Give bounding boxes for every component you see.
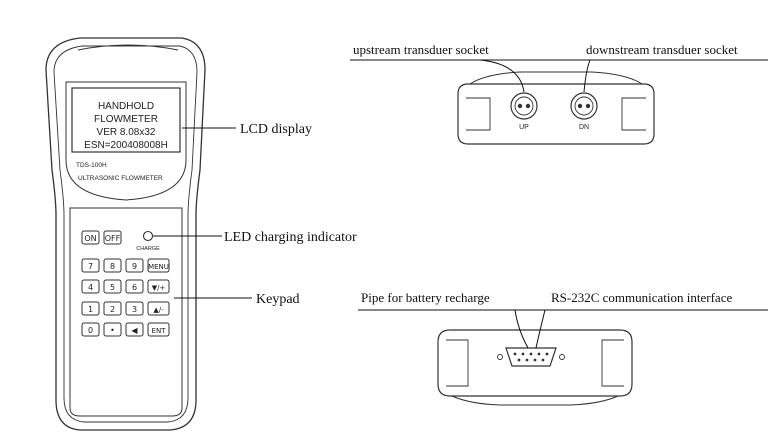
key-7-label: 7 (88, 262, 93, 271)
enter-button[interactable] (147, 322, 170, 337)
key-2-label: 2 (110, 305, 115, 314)
key-1[interactable] (81, 301, 100, 316)
menu-key-label: MENU (148, 263, 169, 271)
down-plus-button[interactable] (147, 279, 170, 294)
upstream-socket-label: upstream transduer socket (353, 42, 489, 57)
led-indicator-label: LED charging indicator (224, 230, 357, 245)
off-key-label: OFF (105, 234, 121, 243)
dot-button[interactable] (103, 322, 122, 337)
up-socket-label: UP (519, 124, 529, 131)
top-end-view (457, 71, 655, 145)
rs232-label: RS-232C communication interface (551, 290, 732, 305)
led-indicator (142, 230, 154, 242)
bottom-end-view (437, 329, 633, 406)
key-0[interactable] (81, 322, 100, 337)
rs232-connector (505, 347, 557, 367)
key-6-label: 6 (132, 283, 137, 292)
lcd-screen (71, 87, 181, 153)
lcd-line-3: VER 8.08x32 (97, 127, 156, 138)
downstream-socket (570, 92, 598, 120)
key-1-label: 1 (88, 305, 93, 314)
key-7[interactable] (81, 258, 100, 273)
key-4-label: 4 (88, 283, 93, 292)
on-button[interactable] (81, 230, 100, 245)
key-2[interactable] (103, 301, 122, 316)
key-8-label: 8 (110, 262, 115, 271)
back-button[interactable] (125, 322, 144, 337)
up-minus-key-label: ▲/- (153, 306, 164, 314)
key-8[interactable] (103, 258, 122, 273)
key-0-label: 0 (88, 326, 93, 335)
key-9[interactable] (125, 258, 144, 273)
key-3-label: 3 (132, 305, 137, 314)
key-6[interactable] (125, 279, 144, 294)
handheld-device (45, 37, 206, 431)
rs232-pointer (535, 309, 546, 349)
pipe-pointer (514, 309, 529, 349)
key-9-label: 9 (132, 262, 137, 271)
lcd-line-4: ESN=200408008H (84, 140, 168, 151)
upstream-socket (510, 92, 538, 120)
key-3[interactable] (125, 301, 144, 316)
dn-socket-label: DN (579, 124, 589, 131)
back-key-label: ◀ (131, 326, 138, 335)
enter-key-label: ENT (152, 327, 167, 335)
off-button[interactable] (103, 230, 122, 245)
downstream-socket-label: downstream transduer socket (586, 42, 738, 57)
device-subtitle: ULTRASONIC FLOWMETER (78, 175, 163, 182)
downstream-pointer (583, 59, 591, 93)
dot-key-label: • (110, 326, 115, 335)
down-plus-key-label: ▼/+ (152, 284, 166, 292)
keypad-label: Keypad (256, 292, 300, 307)
key-4[interactable] (81, 279, 100, 294)
device-model: TDS-100H (76, 162, 107, 169)
up-minus-button[interactable] (147, 301, 170, 316)
key-5-label: 5 (110, 283, 115, 292)
key-5[interactable] (103, 279, 122, 294)
lcd-line-1: HANDHOLD (98, 101, 154, 112)
on-key-label: ON (84, 234, 96, 243)
charge-label: CHARGE (136, 246, 160, 252)
upstream-pointer (479, 59, 525, 93)
lcd-line-2: FLOWMETER (94, 114, 158, 125)
pipe-recharge-label: Pipe for battery recharge (361, 290, 490, 305)
lcd-display-label: LCD display (240, 122, 312, 137)
menu-button[interactable] (147, 258, 170, 273)
